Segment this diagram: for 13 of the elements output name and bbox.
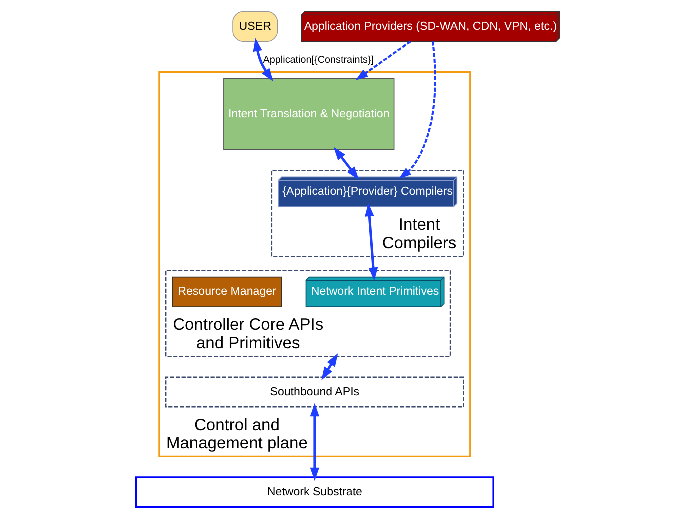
arrow	[399, 42, 436, 180]
node-box: USER	[232, 11, 278, 42]
node-box: Resource Manager	[172, 276, 282, 308]
edge-label: Application[{Constraints}]	[263, 54, 374, 66]
node-box: Southbound APIs	[165, 376, 464, 408]
arrow	[310, 403, 320, 482]
node-box: Network Substrate	[135, 476, 494, 508]
arrow	[356, 40, 412, 81]
node-box: Intent Translation & Negotiation	[224, 78, 395, 150]
arrow	[365, 203, 378, 281]
arrow	[334, 147, 360, 180]
arrow	[253, 38, 274, 82]
arrow	[322, 353, 338, 381]
